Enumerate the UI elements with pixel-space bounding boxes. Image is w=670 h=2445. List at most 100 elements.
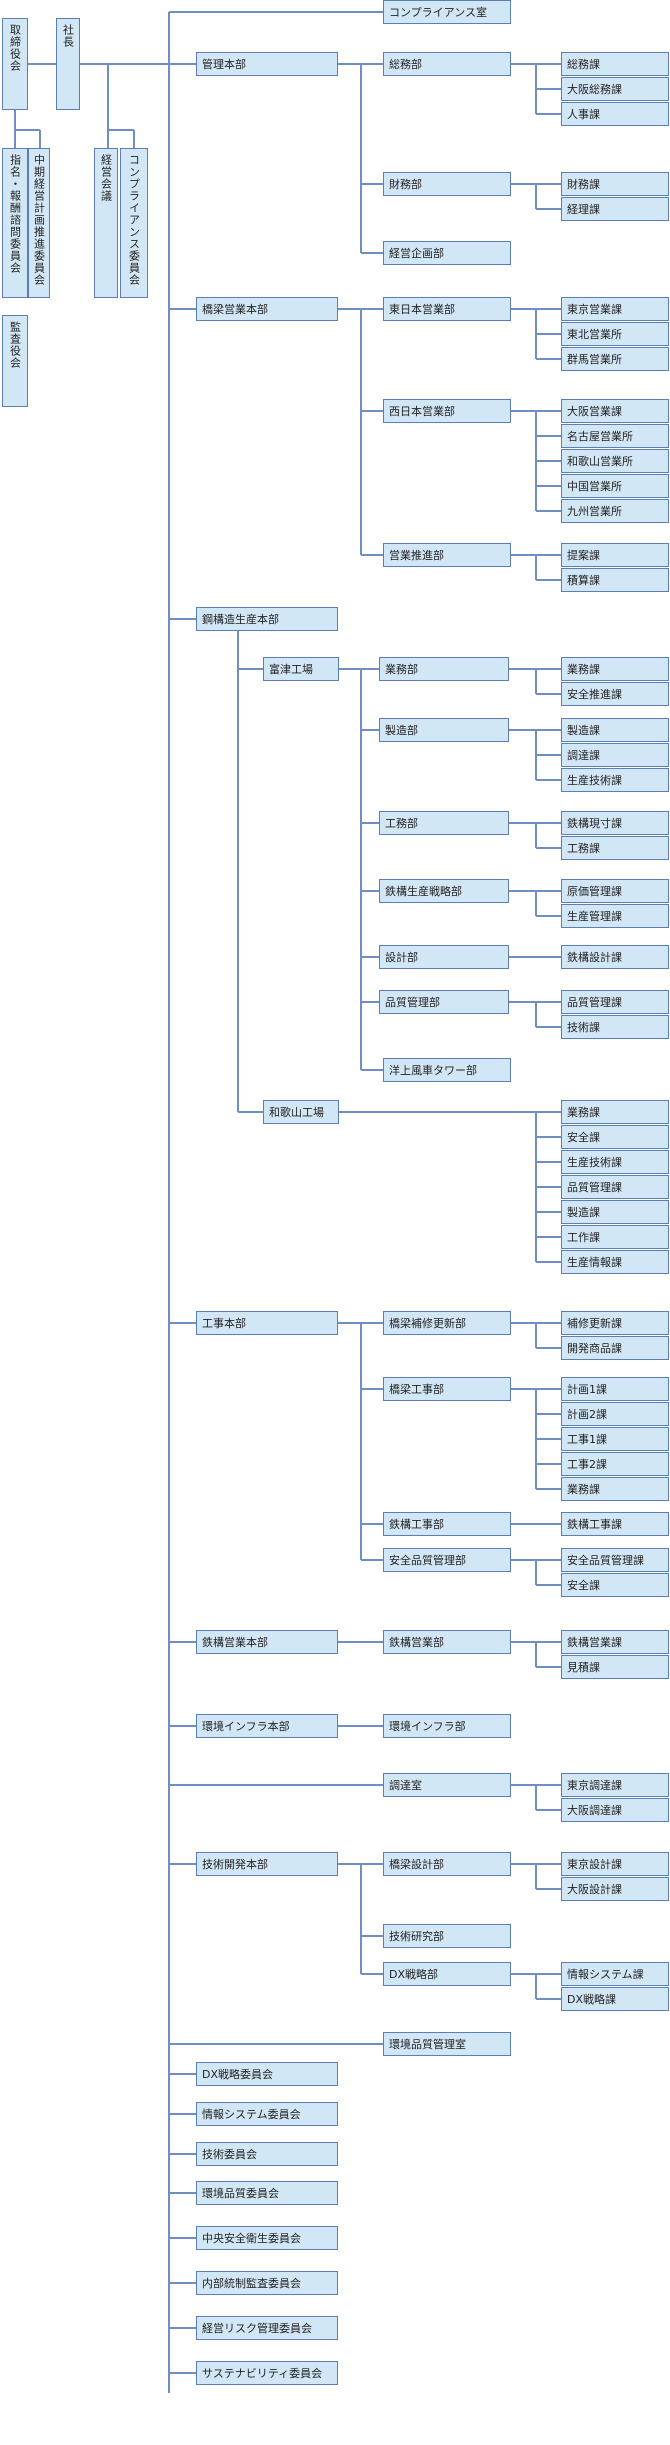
manufacturing-dept-box-section-box: 調達課	[561, 743, 669, 767]
bridge-renewal-dept-box: 橋梁補修更新部	[383, 1311, 511, 1335]
steel-construction-dept-box-section-box: 鉄構工事課	[561, 1512, 669, 1536]
bridge-construction-dept-box-section-box: 計画2課	[561, 1402, 669, 1426]
works-dept-box-section-box: 工務課	[561, 836, 669, 860]
management-meeting-box: 経営会議	[94, 148, 118, 298]
auditors-box: 監査役会	[2, 315, 28, 407]
quality-dept-box-section-box: 品質管理課	[561, 990, 669, 1014]
dx-strategy-dept-box-section-box: DX戦略課	[561, 1987, 669, 2011]
wakayama-section-box: 生産技術課	[561, 1150, 669, 1174]
west-japan-sales-dept-box-section-box: 中国営業所	[561, 474, 669, 498]
bridge-construction-dept-box-section-box: 工事1課	[561, 1427, 669, 1451]
bridge-renewal-dept-box-section-box: 開発商品課	[561, 1336, 669, 1360]
committee-box: 経営リスク管理委員会	[196, 2316, 338, 2340]
admin-hq-box: 管理本部	[196, 52, 338, 76]
committee-box: 環境品質委員会	[196, 2181, 338, 2205]
committee-box: サステナビリティ委員会	[196, 2361, 338, 2385]
futtsu-factory-box: 富津工場	[263, 657, 339, 681]
steel-sales-dept-box-section-box: 鉄構営業課	[561, 1630, 669, 1654]
bridge-renewal-dept-box-section-box: 補修更新課	[561, 1311, 669, 1335]
tech-research-dept-box: 技術研究部	[383, 1924, 511, 1948]
dx-strategy-dept-box: DX戦略部	[383, 1962, 511, 1986]
finance-dept-box: 財務部	[383, 172, 511, 196]
manufacturing-dept-box: 製造部	[379, 718, 509, 742]
president-box: 社長	[56, 18, 80, 110]
west-japan-sales-dept-box-section-box: 名古屋営業所	[561, 424, 669, 448]
manufacturing-dept-box-section-box: 生産技術課	[561, 768, 669, 792]
wakayama-section-box: 工作課	[561, 1225, 669, 1249]
procurement-office-box-section-box: 大阪調達課	[561, 1798, 669, 1822]
construction-hq-box: 工事本部	[196, 1311, 338, 1335]
general-affairs-dept-box-section-box: 人事課	[561, 102, 669, 126]
midterm-plan-committee-box: 中期経営計画推進委員会	[28, 148, 50, 298]
env-quality-office-box: 環境品質管理室	[383, 2032, 511, 2056]
design-dept-box-section-box: 鉄構設計課	[561, 945, 669, 969]
wakayama-factory-box: 和歌山工場	[263, 1100, 339, 1124]
general-affairs-dept-box: 総務部	[383, 52, 511, 76]
west-japan-sales-dept-box-section-box: 大阪営業課	[561, 399, 669, 423]
safety-quality-dept-box-section-box: 安全品質管理課	[561, 1548, 669, 1572]
quality-dept-box: 品質管理部	[379, 990, 509, 1014]
business-dept-box: 業務部	[379, 657, 509, 681]
compliance-committee-box: コンプライアンス委員会	[120, 148, 148, 298]
production-strategy-dept-box-section-box: 生産管理課	[561, 904, 669, 928]
procurement-office-box: 調達室	[383, 1773, 511, 1797]
east-japan-sales-dept-box-section-box: 東京営業課	[561, 297, 669, 321]
procurement-office-box-section-box: 東京調達課	[561, 1773, 669, 1797]
compliance-office-box: コンプライアンス室	[383, 0, 511, 24]
finance-dept-box-section-box: 経理課	[561, 197, 669, 221]
finance-dept-box-section-box: 財務課	[561, 172, 669, 196]
bridge-sales-hq-box: 橋梁営業本部	[196, 297, 338, 321]
production-strategy-dept-box: 鉄構生産戦略部	[379, 879, 509, 903]
bridge-design-dept-box-section-box: 東京設計課	[561, 1852, 669, 1876]
sales-promotion-dept-box-section-box: 積算課	[561, 568, 669, 592]
wakayama-section-box: 業務課	[561, 1100, 669, 1124]
steel-sales-dept-box: 鉄構営業部	[383, 1630, 511, 1654]
east-japan-sales-dept-box-section-box: 東北営業所	[561, 322, 669, 346]
bridge-design-dept-box-section-box: 大阪設計課	[561, 1877, 669, 1901]
business-dept-box-section-box: 業務課	[561, 657, 669, 681]
wakayama-section-box: 品質管理課	[561, 1175, 669, 1199]
sales-promotion-dept-box-section-box: 提案課	[561, 543, 669, 567]
steel-sales-dept-box-section-box: 見積課	[561, 1655, 669, 1679]
steel-sales-hq-box: 鉄構営業本部	[196, 1630, 338, 1654]
tech-dev-hq-box: 技術開発本部	[196, 1852, 338, 1876]
design-dept-box: 設計部	[379, 945, 509, 969]
committee-box: DX戦略委員会	[196, 2062, 338, 2086]
safety-quality-dept-box-section-box: 安全課	[561, 1573, 669, 1597]
west-japan-sales-dept-box-section-box: 九州営業所	[561, 499, 669, 523]
production-hq-box: 鋼構造生産本部	[196, 607, 338, 631]
business-dept-box-section-box: 安全推進課	[561, 682, 669, 706]
production-strategy-dept-box-section-box: 原価管理課	[561, 879, 669, 903]
bridge-construction-dept-box-section-box: 業務課	[561, 1477, 669, 1501]
quality-dept-box-section-box: 技術課	[561, 1015, 669, 1039]
committee-box: 情報システム委員会	[196, 2102, 338, 2126]
general-affairs-dept-box-section-box: 総務課	[561, 52, 669, 76]
wakayama-section-box: 安全課	[561, 1125, 669, 1149]
planning-dept-box: 経営企画部	[383, 241, 511, 265]
sales-promotion-dept-box: 営業推進部	[383, 543, 511, 567]
environment-infra-hq-box: 環境インフラ本部	[196, 1714, 338, 1738]
offshore-wind-tower-dept-box: 洋上風車タワー部	[383, 1058, 511, 1082]
bridge-construction-dept-box-section-box: 計画1課	[561, 1377, 669, 1401]
committee-box: 内部統制監査委員会	[196, 2271, 338, 2295]
wakayama-section-box: 製造課	[561, 1200, 669, 1224]
east-japan-sales-dept-box-section-box: 群馬営業所	[561, 347, 669, 371]
committee-box: 技術委員会	[196, 2142, 338, 2166]
east-japan-sales-dept-box: 東日本営業部	[383, 297, 511, 321]
manufacturing-dept-box-section-box: 製造課	[561, 718, 669, 742]
safety-quality-dept-box: 安全品質管理部	[383, 1548, 511, 1572]
committee-box: 中央安全衛生委員会	[196, 2226, 338, 2250]
works-dept-box-section-box: 鉄構現寸課	[561, 811, 669, 835]
dx-strategy-dept-box-section-box: 情報システム課	[561, 1962, 669, 1986]
bridge-design-dept-box: 橋梁設計部	[383, 1852, 511, 1876]
wakayama-section-box: 生産情報課	[561, 1250, 669, 1274]
nomination-committee-box: 指名・報酬諮問委員会	[2, 148, 28, 298]
bridge-construction-dept-box-section-box: 工事2課	[561, 1452, 669, 1476]
general-affairs-dept-box-section-box: 大阪総務課	[561, 77, 669, 101]
west-japan-sales-dept-box: 西日本営業部	[383, 399, 511, 423]
steel-construction-dept-box: 鉄構工事部	[383, 1512, 511, 1536]
board-box: 取締役会	[2, 18, 28, 110]
bridge-construction-dept-box: 橋梁工事部	[383, 1377, 511, 1401]
